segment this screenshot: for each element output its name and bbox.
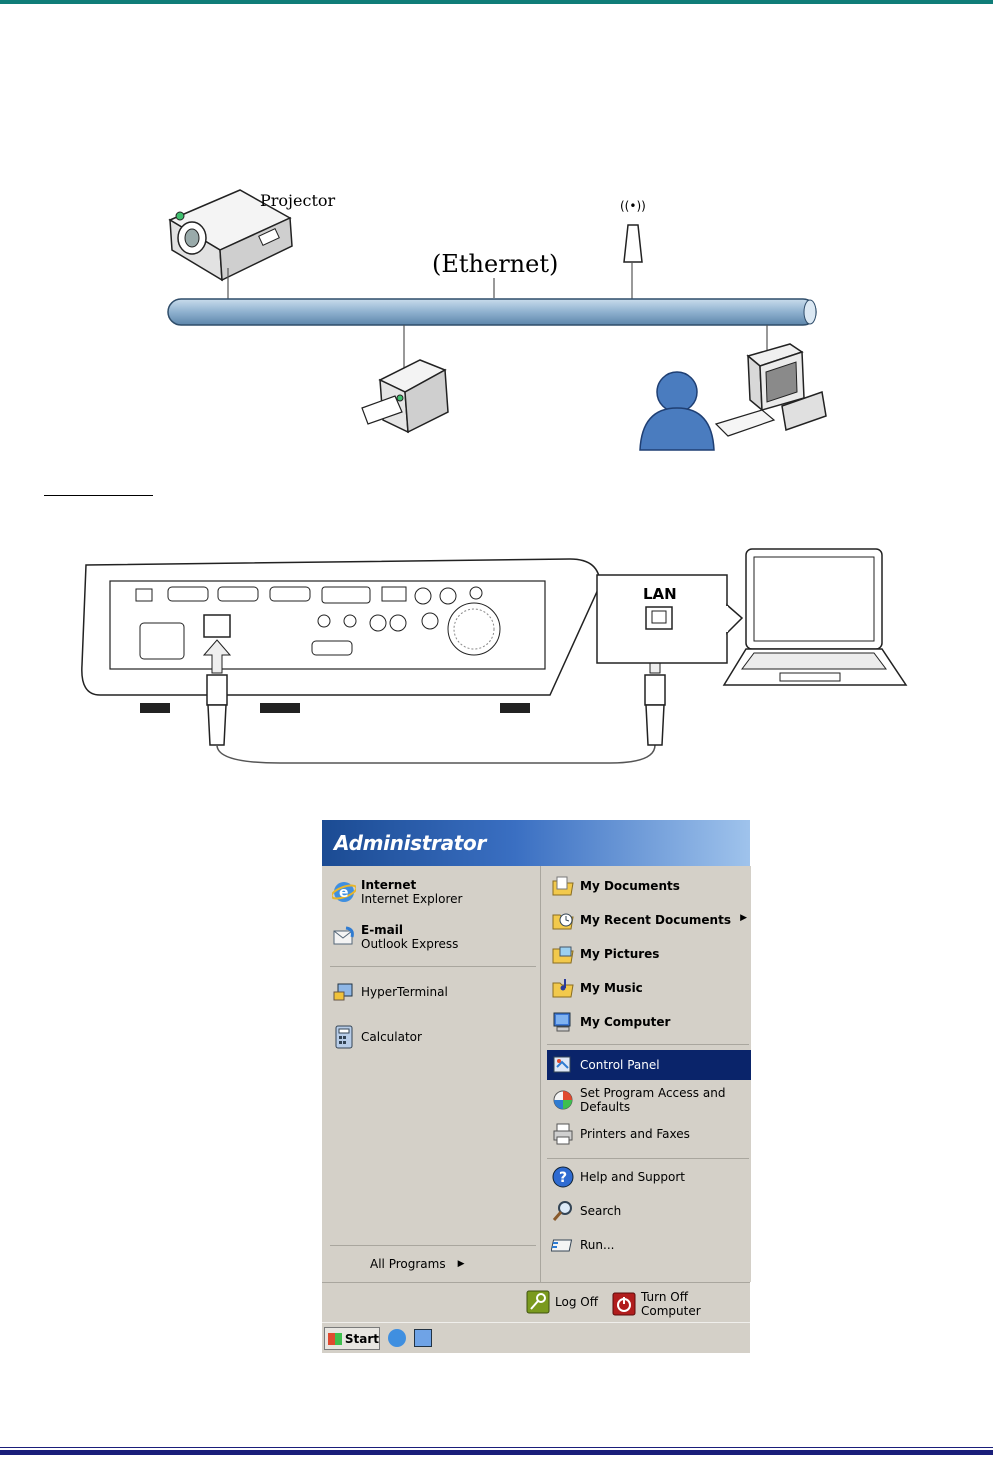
bottom-rule bbox=[0, 1450, 993, 1455]
turn-off-button[interactable]: Turn Off Computer bbox=[612, 1290, 750, 1318]
log-off-icon bbox=[526, 1290, 550, 1314]
place-my-music-label: My Music bbox=[580, 981, 643, 995]
power-icon bbox=[612, 1292, 636, 1316]
lan-connection-diagram: LAN bbox=[81, 548, 908, 764]
printers-label: Printers and Faxes bbox=[580, 1127, 690, 1141]
all-programs-label: All Programs bbox=[370, 1257, 446, 1271]
projector-icon bbox=[168, 189, 293, 300]
place-my-documents[interactable]: My Documents bbox=[551, 874, 680, 898]
antenna-icon: ((•)) bbox=[620, 199, 646, 300]
my-music-icon bbox=[551, 976, 575, 1000]
ethernet-label: (Ethernet) bbox=[432, 250, 558, 278]
hyperterminal-icon bbox=[332, 980, 356, 1004]
user-name: Administrator bbox=[334, 831, 487, 855]
place-my-pictures-label: My Pictures bbox=[580, 947, 660, 961]
lan-label: LAN bbox=[643, 585, 677, 603]
projector-label: Projector bbox=[260, 191, 336, 210]
my-documents-icon bbox=[551, 874, 575, 898]
lan-port-callout: LAN bbox=[596, 574, 744, 664]
place-my-computer[interactable]: My Computer bbox=[551, 1010, 670, 1034]
top-rule bbox=[0, 0, 993, 4]
place-my-computer-label: My Computer bbox=[580, 1015, 671, 1029]
start-label: Start bbox=[344, 1331, 379, 1346]
left-separator-bottom bbox=[330, 1245, 536, 1246]
place-recent-documents[interactable]: My Recent Documents ▶ bbox=[551, 908, 747, 932]
svg-text:?: ? bbox=[559, 1170, 567, 1186]
start-menu-footer: Log Off Turn Off Computer bbox=[322, 1282, 750, 1323]
search-label: Search bbox=[580, 1204, 622, 1218]
submenu-arrow-icon: ▶ bbox=[740, 913, 747, 923]
quicklaunch-ie-icon[interactable] bbox=[388, 1329, 406, 1347]
help-run[interactable]: Run... bbox=[550, 1233, 615, 1257]
printer-icon bbox=[361, 325, 449, 434]
pinned-email-title: E-mail bbox=[361, 923, 404, 937]
network-diagram: Projector ((•)) (Ethernet) bbox=[167, 189, 827, 451]
underlined-heading-rule bbox=[44, 495, 153, 496]
program-access-icon bbox=[551, 1088, 575, 1112]
my-pictures-icon bbox=[551, 942, 575, 966]
pinned-internet-title: Internet bbox=[361, 878, 417, 892]
internet-explorer-icon: e bbox=[330, 880, 358, 904]
start-menu-header: Administrator bbox=[322, 820, 750, 866]
pinned-internet-subtitle: Internet Explorer bbox=[361, 892, 463, 906]
help-search[interactable]: Search bbox=[551, 1199, 621, 1223]
projector-rear-panel bbox=[81, 558, 601, 713]
control-panel-icon bbox=[551, 1053, 575, 1077]
start-menu-right-pane: My Documents My Recent Documents ▶ My Pi… bbox=[540, 866, 751, 1282]
run-icon bbox=[550, 1233, 575, 1257]
run-label: Run... bbox=[580, 1238, 615, 1252]
search-icon bbox=[551, 1199, 575, 1223]
right-separator-1 bbox=[547, 1044, 749, 1045]
quicklaunch-desktop-icon[interactable] bbox=[414, 1329, 432, 1347]
calculator-icon bbox=[332, 1025, 356, 1049]
computer-icon bbox=[714, 325, 827, 437]
place-recent-documents-label: My Recent Documents bbox=[580, 913, 731, 927]
antenna-signal: ((•)) bbox=[620, 199, 646, 213]
recent-hyperterminal[interactable]: HyperTerminal bbox=[332, 980, 448, 1004]
place-my-documents-label: My Documents bbox=[580, 879, 680, 893]
ethernet-bus bbox=[167, 298, 817, 326]
recent-calculator[interactable]: Calculator bbox=[332, 1025, 422, 1049]
system-control-panel[interactable]: Control Panel bbox=[547, 1050, 751, 1080]
recent-documents-icon bbox=[551, 908, 575, 932]
all-programs-arrow-icon: ▶ bbox=[457, 1259, 465, 1269]
turn-off-label: Turn Off Computer bbox=[641, 1290, 701, 1318]
start-button[interactable]: Start bbox=[324, 1327, 380, 1350]
program-access-label: Set Program Access and bbox=[580, 1086, 726, 1100]
place-my-music[interactable]: My Music bbox=[551, 976, 643, 1000]
program-access-label-2: Defaults bbox=[580, 1100, 631, 1114]
place-my-pictures[interactable]: My Pictures bbox=[551, 942, 659, 966]
taskbar: Start bbox=[322, 1322, 750, 1353]
laptop-icon bbox=[722, 548, 908, 686]
system-printers[interactable]: Printers and Faxes bbox=[551, 1122, 690, 1146]
outlook-express-icon bbox=[332, 925, 356, 949]
left-separator-top bbox=[330, 966, 536, 967]
log-off-button[interactable]: Log Off bbox=[526, 1290, 598, 1314]
recent-calculator-label: Calculator bbox=[361, 1030, 422, 1044]
windows-logo-icon bbox=[328, 1332, 342, 1345]
user-icon bbox=[639, 371, 715, 451]
all-programs-button[interactable]: All Programs ▶ bbox=[370, 1257, 465, 1271]
help-label: Help and Support bbox=[580, 1170, 685, 1184]
recent-hyperterminal-label: HyperTerminal bbox=[361, 985, 448, 999]
help-icon: ? bbox=[551, 1165, 575, 1189]
bottom-thin-rule bbox=[0, 1447, 993, 1448]
pinned-email-subtitle: Outlook Express bbox=[361, 937, 459, 951]
help-support[interactable]: ? Help and Support bbox=[551, 1165, 685, 1189]
log-off-label: Log Off bbox=[555, 1295, 598, 1309]
right-separator-2 bbox=[547, 1158, 749, 1159]
control-panel-label: Control Panel bbox=[580, 1058, 660, 1072]
printers-icon bbox=[551, 1122, 575, 1146]
my-computer-icon bbox=[551, 1010, 575, 1034]
svg-text:e: e bbox=[339, 885, 349, 901]
